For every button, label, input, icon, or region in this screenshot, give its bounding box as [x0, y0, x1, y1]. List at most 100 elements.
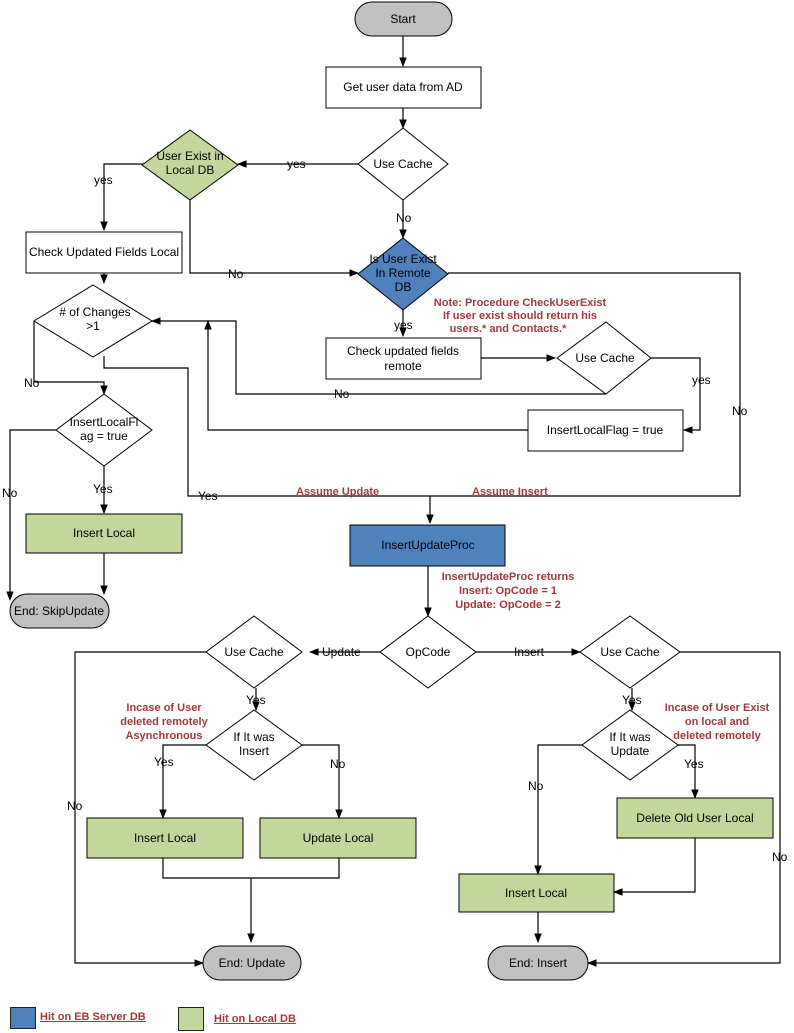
edge-label-update: Update — [322, 645, 361, 659]
insert-local-mid-box: Insert Local — [86, 817, 244, 859]
edge-label-no-remote-right: No — [732, 404, 748, 418]
if-was-update-diamond: If It was Update — [581, 709, 679, 781]
edge-label-no-cache-update: No — [67, 799, 83, 813]
incase-exist-local-line-2: on local and — [685, 716, 749, 728]
use-cache-top-label: Use Cache — [373, 157, 433, 171]
legend-swatch-server — [10, 1007, 36, 1029]
num-changes-line-2: >1 — [86, 319, 100, 333]
incase-deleted-remotely-line-3: Asynchronous — [125, 730, 202, 742]
insert-local-flag-line-1: InsertLocalFl — [70, 415, 139, 429]
edge-label-no-top: No — [396, 211, 412, 225]
is-user-exist-remote-line-1: Is User Exist — [369, 252, 437, 266]
incase-deleted-remotely-line-2: deleted remotely — [120, 716, 208, 728]
note-checkuserexist-line-3: users.* and Contacts.* — [450, 323, 567, 335]
edge-label-yes-flag: Yes — [93, 482, 113, 496]
num-changes-line-1: # of Changes — [59, 305, 130, 319]
opcode-diamond: OpCode — [379, 615, 477, 689]
end-skip-update-label: End: SkipUpdate — [14, 604, 104, 618]
insert-local-flag-box: InsertLocalFlag = true — [527, 409, 684, 452]
check-updated-remote-line-2: remote — [384, 359, 422, 373]
end-update-node: End: Update — [202, 945, 302, 981]
edge-label-yes-cache-insert: Yes — [622, 693, 642, 707]
start-node: Start — [354, 1, 453, 37]
incase-exist-local-line-1: Incase of User Exist — [665, 702, 770, 714]
edge-label-no-was-update: No — [528, 779, 544, 793]
incase-exist-local-line-3: deleted remotely — [673, 730, 761, 742]
if-was-insert-diamond: If It was Insert — [205, 709, 303, 781]
edge-label-yes-top: yes — [287, 157, 306, 171]
edge-label-no-local: No — [228, 267, 244, 281]
edge-label-yes-was-insert: Yes — [154, 755, 174, 769]
edge-label-no-flag: No — [2, 486, 18, 500]
check-updated-local-box: Check Updated Fields Local — [25, 231, 183, 274]
connectors — [6, 36, 781, 967]
legend-swatch-local — [178, 1007, 204, 1031]
edge-label-no-cache-remote: No — [334, 387, 350, 401]
note-checkuserexist-line-2: If user exist should return his — [443, 310, 597, 322]
delete-old-user-local-label: Delete Old User Local — [636, 811, 753, 825]
legend-label-local: Hit on Local DB — [214, 1013, 296, 1025]
insert-local-left-box: Insert Local — [25, 513, 183, 554]
note-checkuserexist-line-1: Note: Procedure CheckUserExist — [434, 297, 607, 309]
end-insert-label: End: Insert — [509, 956, 568, 970]
if-was-update-line-2: Update — [611, 744, 650, 758]
if-was-insert-line-2: Insert — [239, 744, 270, 758]
user-exist-local-line-2: Local DB — [166, 163, 215, 177]
insertupdateproc-returns-line-2: Insert: OpCode = 1 — [459, 585, 557, 597]
use-cache-insert-diamond: Use Cache — [579, 615, 681, 689]
edge-label-insert: Insert — [514, 645, 545, 659]
is-user-exist-remote-line-2: In Remote — [375, 266, 431, 280]
assume-update-label: Assume Update — [296, 486, 379, 498]
edge-label-yes-remote: yes — [394, 318, 413, 332]
update-local-label: Update Local — [303, 831, 374, 845]
is-user-exist-remote-line-3: DB — [395, 280, 412, 294]
use-cache-update-label: Use Cache — [224, 645, 284, 659]
insert-local-flag-diamond: InsertLocalFl ag = true — [55, 393, 153, 467]
edge-label-no-changes: No — [24, 376, 40, 390]
annotations: Note: Procedure CheckUserExist If user e… — [120, 297, 769, 742]
if-was-update-line-1: If It was — [609, 730, 650, 744]
check-updated-remote-line-1: Check updated fields — [347, 344, 459, 358]
get-user-data-label: Get user data from AD — [343, 80, 463, 94]
edge-label-yes-was-update: Yes — [684, 757, 704, 771]
opcode-label: OpCode — [406, 645, 451, 659]
user-exist-local-line-1: User Exist in — [156, 149, 223, 163]
legend-label-server: Hit on EB Server DB — [40, 1011, 146, 1023]
edge-labels: yes No yes No yes No No yes No Yes No Ye… — [2, 157, 788, 864]
use-cache-remote-diamond: Use Cache — [556, 321, 652, 395]
end-skip-update-node: End: SkipUpdate — [9, 593, 110, 629]
is-user-exist-remote-diamond: Is User Exist In Remote DB — [357, 237, 449, 311]
check-updated-remote-box: Check updated fields remote — [325, 337, 482, 380]
insert-local-mid-label: Insert Local — [134, 831, 196, 845]
use-cache-update-diamond: Use Cache — [205, 615, 303, 689]
end-insert-node: End: Insert — [487, 945, 589, 981]
insert-update-proc-box: InsertUpdateProc — [349, 524, 506, 567]
use-cache-remote-label: Use Cache — [575, 351, 635, 365]
use-cache-top-diamond: Use Cache — [357, 127, 449, 201]
user-exist-local-diamond: User Exist in Local DB — [141, 129, 239, 201]
use-cache-insert-label: Use Cache — [600, 645, 660, 659]
assume-insert-label: Assume Insert — [472, 486, 548, 498]
end-update-label: End: Update — [219, 956, 286, 970]
insert-local-left-label: Insert Local — [73, 526, 135, 540]
edge-label-no-was-insert: No — [330, 757, 346, 771]
check-updated-local-label: Check Updated Fields Local — [29, 245, 179, 259]
edge-label-yes-local: yes — [94, 173, 113, 187]
edge-label-yes-cache-update: Yes — [246, 693, 266, 707]
insert-local-right-box: Insert Local — [458, 873, 615, 913]
insertupdateproc-returns-line-3: Update: OpCode = 2 — [455, 599, 560, 611]
get-user-data-box: Get user data from AD — [325, 66, 482, 109]
insert-local-flag-line-2: ag = true — [80, 429, 128, 443]
num-changes-diamond: # of Changes >1 — [33, 284, 153, 358]
insert-local-flag-box-label: InsertLocalFlag = true — [547, 423, 664, 437]
delete-old-user-local-box: Delete Old User Local — [616, 797, 774, 839]
if-was-insert-line-1: If It was — [233, 730, 274, 744]
start-label: Start — [390, 12, 416, 26]
edge-label-no-cache-insert: No — [772, 850, 788, 864]
insert-local-right-label: Insert Local — [505, 886, 567, 900]
update-local-box: Update Local — [259, 817, 417, 859]
insertupdateproc-returns-line-1: InsertUpdateProc returns — [442, 571, 575, 583]
edge-label-yes-cache-remote: yes — [692, 373, 711, 387]
incase-deleted-remotely-line-1: Incase of User — [126, 702, 202, 714]
